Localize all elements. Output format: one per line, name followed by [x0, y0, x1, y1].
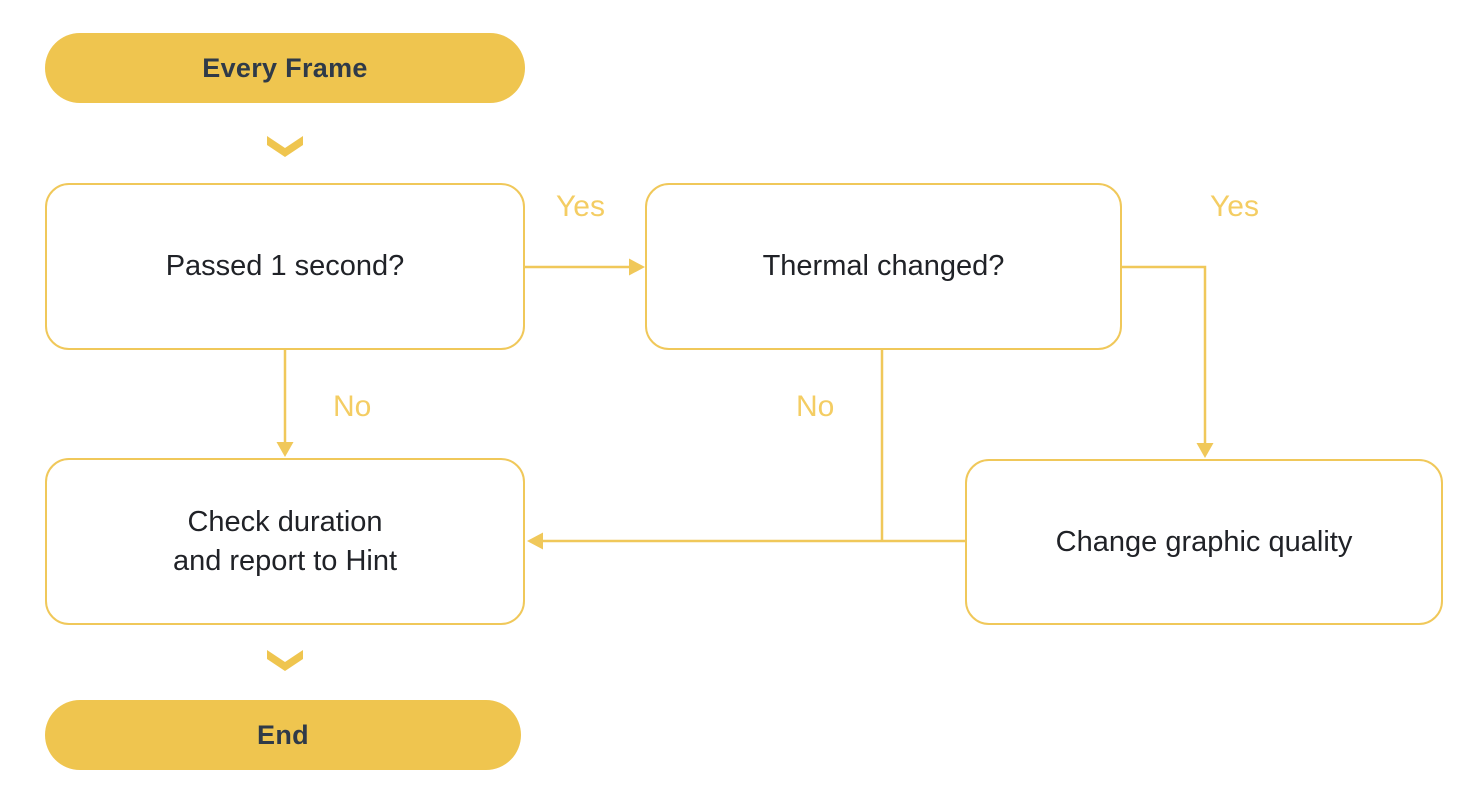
node-thermal-changed: Thermal changed?: [645, 183, 1122, 350]
edge-label-yes-passed-thermal: Yes: [556, 190, 605, 223]
node-check-label-line1: Check duration: [187, 505, 383, 538]
node-change-label: Change graphic quality: [1055, 525, 1353, 558]
chevron-down-icon: [267, 136, 303, 157]
chevron-down-icon: [267, 650, 303, 671]
arrowhead-down-icon: [276, 442, 294, 457]
arrowhead-down-icon: [1196, 443, 1214, 458]
arrowhead-left-icon: [527, 532, 543, 550]
edge-label-no-thermal-check: No: [796, 390, 835, 423]
start-pill-label: Every Frame: [202, 52, 368, 83]
node-check-label-line2: and report to Hint: [172, 544, 398, 577]
edge-label-yes-thermal-change: Yes: [1210, 190, 1259, 223]
node-passed-label: Passed 1 second?: [165, 250, 405, 282]
node-passed-1-second: Passed 1 second?: [45, 183, 525, 350]
edge-label-no-passed-check: No: [333, 390, 372, 423]
node-change-graphic-quality: Change graphic quality: [965, 459, 1443, 625]
edge-thermal-to-change: [1122, 265, 1207, 444]
end-pill-label: End: [257, 719, 309, 750]
node-check-duration-report-hint: Check duration and report to Hint: [45, 458, 525, 625]
arrowhead-right-icon: [629, 258, 645, 276]
node-thermal-label: Thermal changed?: [762, 250, 1005, 282]
end-pill: End: [45, 700, 521, 770]
start-pill: Every Frame: [45, 33, 525, 103]
